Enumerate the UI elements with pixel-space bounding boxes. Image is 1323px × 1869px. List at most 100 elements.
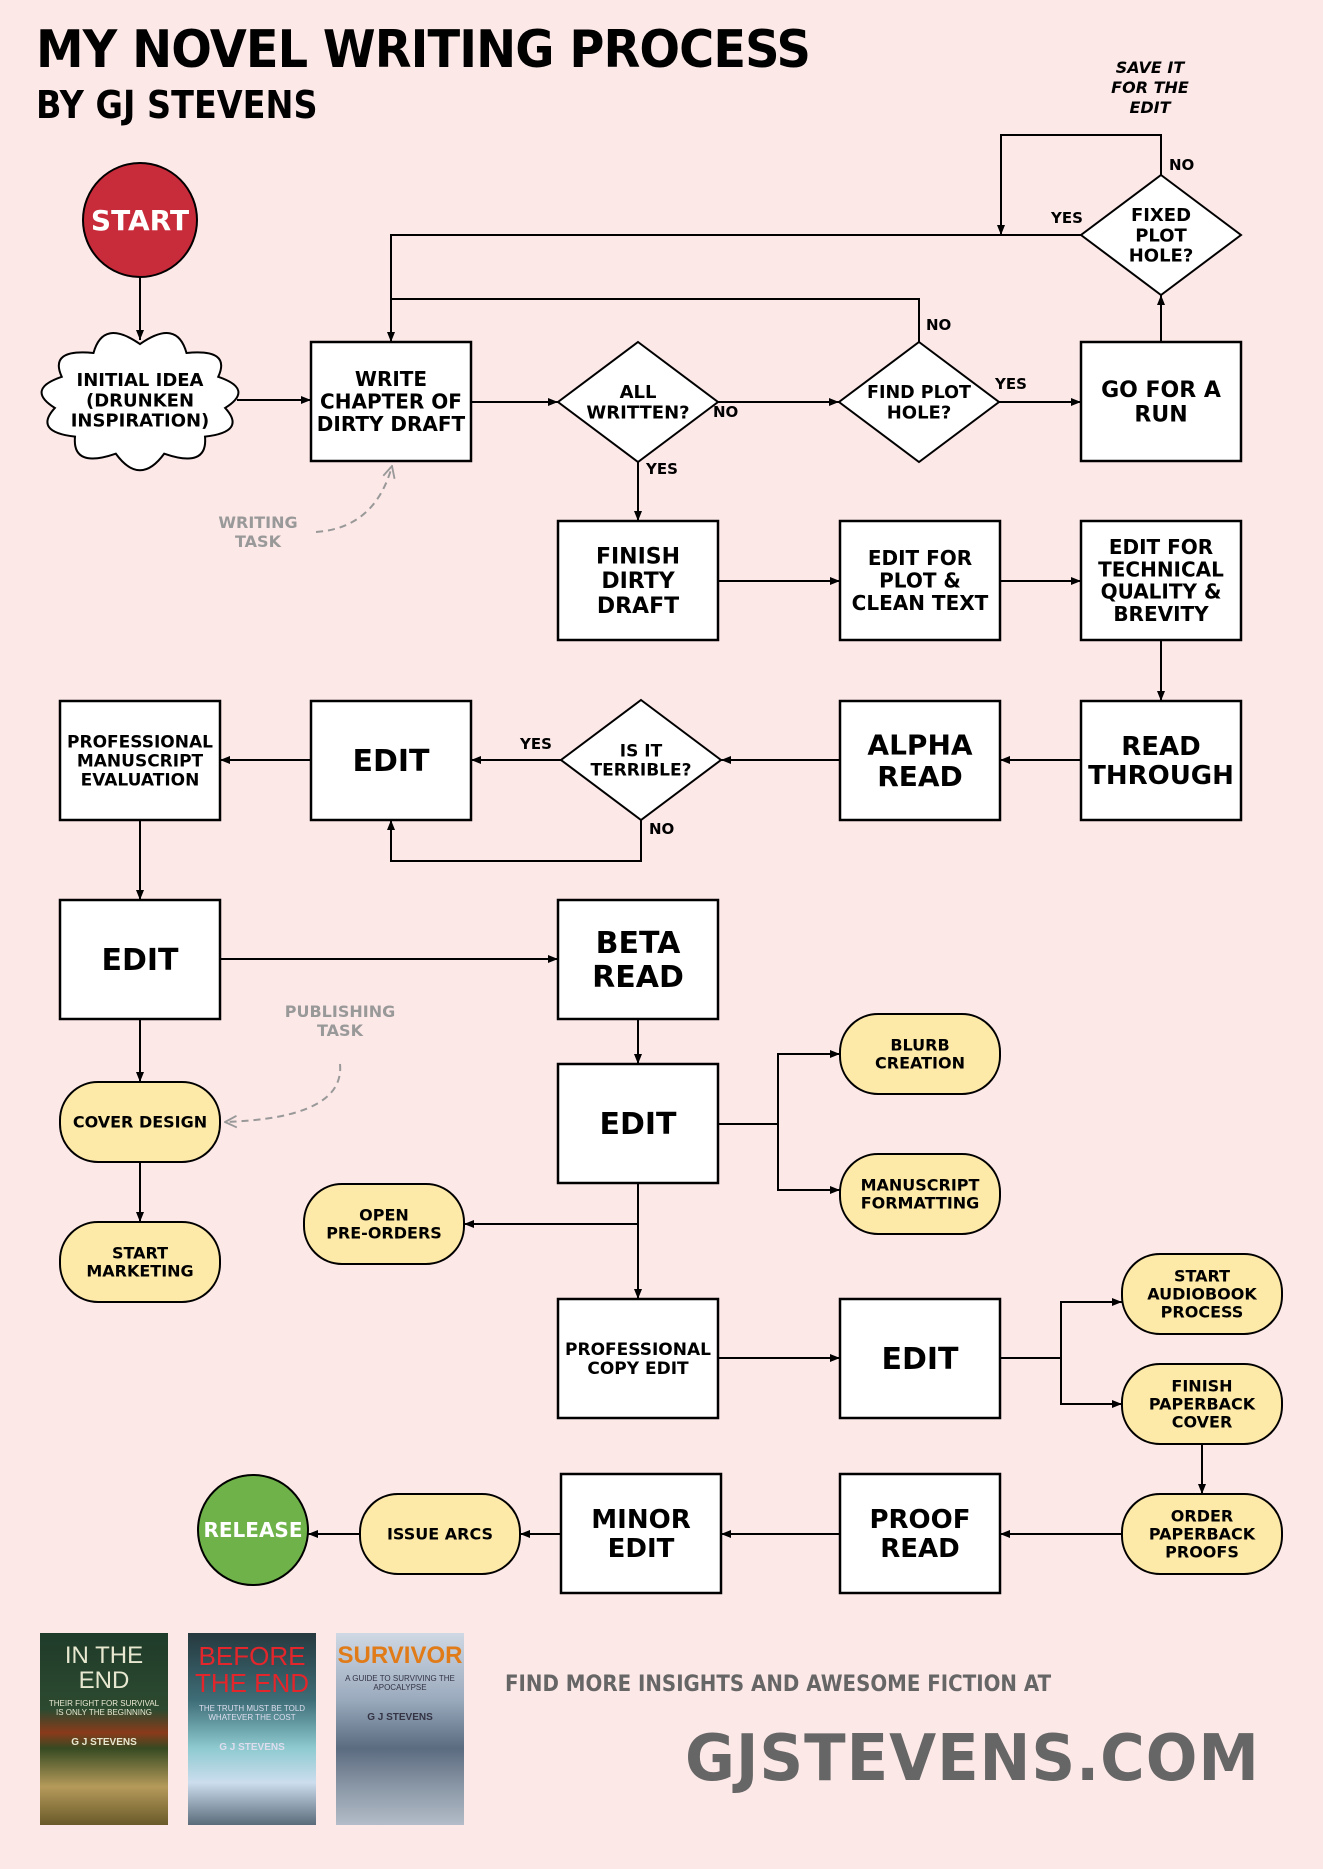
order-paperback-proofs-label: ORDER (1171, 1507, 1233, 1526)
start-audiobook-shape (1121, 1253, 1283, 1335)
minor-edit-label: EDIT (608, 1534, 675, 1564)
finish-dirty-draft-shape (556, 519, 720, 642)
cover-design-node[interactable]: COVER DESIGN (59, 1081, 221, 1163)
writing-task-pointer (315, 466, 392, 533)
start-audiobook-label: PROCESS (1161, 1303, 1244, 1322)
finish-dirty-draft-label: DIRTY (601, 569, 675, 594)
start-label: START (91, 204, 189, 237)
release-node[interactable]: RELEASE (197, 1474, 309, 1586)
edit-after-evaluation-node[interactable]: EDIT (58, 898, 222, 1021)
cover-design-label: COVER DESIGN (73, 1113, 207, 1132)
footer-cta: FIND MORE INSIGHTS AND AWESOME FICTION A… (505, 1672, 1052, 1697)
page-subtitle: BY GJ STEVENS (36, 83, 318, 127)
find-plot-hole-label: HOLE? (887, 402, 952, 423)
edge-edit-to-blurb (718, 1050, 840, 1125)
book-cover-survivor[interactable]: SURVIVOR A GUIDE TO SURVIVING THE APOCAL… (336, 1633, 464, 1825)
label-terrible-yes: YES (519, 735, 552, 753)
label-allwritten-no: NO (713, 403, 738, 421)
book-cover-in-the-end[interactable]: IN THE END THEIR FIGHT FOR SURVIVAL IS O… (40, 1633, 168, 1825)
blurb-creation-shape (839, 1013, 1001, 1095)
book-tagline: A GUIDE TO SURVIVING THE APOCALYPSE (345, 1674, 455, 1693)
edge-terrible-no (387, 820, 642, 862)
edit-plot-clean-label: PLOT & (879, 569, 961, 593)
fixed-plot-hole-label: PLOT (1135, 225, 1187, 246)
is-it-terrible-label: TERRIBLE? (591, 760, 692, 780)
save-it-note: EDIT (1129, 98, 1171, 117)
edit-after-evaluation-label: EDIT (101, 943, 179, 978)
start-node[interactable]: START (82, 162, 198, 278)
release-label: RELEASE (204, 1518, 303, 1542)
edit-plot-clean-label: CLEAN TEXT (852, 591, 989, 615)
publishing-task-annotation: TASK (317, 1021, 364, 1040)
book-covers: IN THE END THEIR FIGHT FOR SURVIVAL IS O… (40, 1633, 464, 1825)
issue-arcs-label: ISSUE ARCS (387, 1525, 493, 1544)
edge-edit-to-paperbackcover (1060, 1358, 1122, 1408)
edit-after-alpha-node[interactable]: EDIT (309, 699, 473, 822)
beta-read-label: BETA (596, 926, 681, 961)
publishing-task-annotation: PUBLISHING (285, 1002, 395, 1021)
edit-after-alpha-label: EDIT (352, 744, 430, 779)
finish-dirty-draft-label: DRAFT (597, 594, 679, 619)
edges-layer (136, 134, 1206, 1538)
book-title: SURVIVOR (337, 1642, 463, 1669)
book-tagline: THE TRUTH MUST BE TOLD WHATEVER THE COST (198, 1703, 306, 1722)
beta-read-label: READ (592, 960, 684, 995)
manuscript-formatting-shape (839, 1153, 1001, 1235)
edge-fixed-no (997, 134, 1162, 235)
book-cover-before-the-end[interactable]: BEFORE THE END THE TRUTH MUST BE TOLD WH… (188, 1633, 316, 1825)
start-marketing-shape (59, 1221, 221, 1303)
read-through-shape (1079, 699, 1243, 822)
manuscript-evaluation-label: PROFESSIONAL (67, 732, 213, 752)
is-it-terrible-label: IS IT (620, 741, 663, 761)
cover-design-shape (59, 1081, 221, 1163)
issue-arcs-node[interactable]: ISSUE ARCS (359, 1493, 521, 1575)
finish-paperback-cover-label: FINISH (1171, 1377, 1232, 1396)
find-plot-hole-shape (837, 340, 1001, 464)
all-written-label: ALL (620, 382, 657, 403)
fixed-plot-hole-label: FIXED (1131, 205, 1191, 226)
label-terrible-no: NO (649, 820, 674, 838)
book-title: IN THE END (64, 1642, 144, 1695)
write-chapter-shape (309, 340, 473, 463)
website-link[interactable]: GJSTEVENS.COM (685, 1722, 1260, 1796)
manuscript-formatting-label: FORMATTING (861, 1194, 980, 1213)
book-author: G J STEVENS (219, 1741, 285, 1753)
edge-edit-to-audiobook (1000, 1298, 1122, 1359)
edit-after-copy-node[interactable]: EDIT (838, 1297, 1002, 1420)
edit-after-beta-node[interactable]: EDIT (556, 1062, 720, 1185)
blurb-creation-label: CREATION (875, 1054, 965, 1073)
save-it-note: FOR THE (1111, 78, 1189, 97)
book-tagline: THEIR FIGHT FOR SURVIVAL IS ONLY THE BEG… (48, 1699, 160, 1718)
label-fixed-yes: YES (1050, 209, 1083, 227)
proof-read-label: PROOF (869, 1505, 970, 1535)
edit-after-alpha-shape (309, 699, 473, 822)
start-audiobook-label: START (1174, 1267, 1230, 1286)
edit-plot-clean-shape (838, 519, 1002, 642)
label-allwritten-yes: YES (645, 460, 678, 478)
